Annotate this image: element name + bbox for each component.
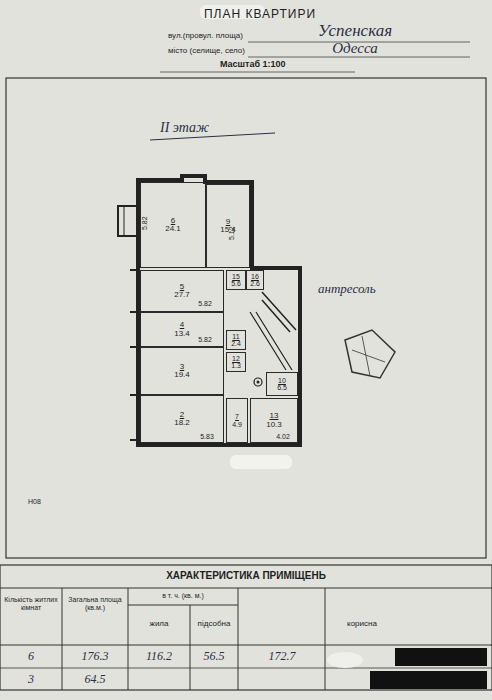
- room-number: 16: [251, 273, 259, 280]
- table-cell: Загальна площа (кв.м.): [64, 596, 126, 611]
- table-cell: Кількість житлих кімнат: [2, 596, 60, 611]
- room-number: 3: [180, 363, 184, 371]
- room: 1310.3: [250, 398, 298, 443]
- room: 155.6: [226, 270, 246, 290]
- room: 319.4: [140, 347, 224, 395]
- room-area: 13.4: [174, 330, 190, 338]
- dimension: 5.12: [228, 220, 236, 240]
- table-cell: 176.3: [64, 650, 126, 663]
- room-number: 11: [232, 333, 239, 340]
- room-area: 27.7: [174, 291, 190, 299]
- room-area: 10.3: [266, 421, 282, 429]
- room: 106.5: [266, 372, 298, 396]
- note: Успенская: [255, 22, 455, 41]
- table-cell: 56.5: [192, 650, 236, 663]
- table-cell: жила: [130, 620, 188, 629]
- note: II этаж: [160, 120, 240, 135]
- note: Одесса: [255, 40, 455, 57]
- table-cell: 64.5: [64, 673, 126, 686]
- room-number: 7: [235, 413, 239, 420]
- room-number: 13: [270, 412, 279, 420]
- room-area: 1.3: [231, 362, 241, 369]
- room-area: 2.6: [250, 280, 260, 287]
- dimension: 4.02: [268, 433, 298, 441]
- room: 74.9: [226, 398, 248, 443]
- note: місто (селище, село): [168, 47, 248, 56]
- room: 162.6: [246, 270, 264, 290]
- room-area: 4.9: [232, 421, 242, 428]
- dimension: 5.82: [190, 336, 220, 344]
- table-cell: 6: [2, 650, 60, 663]
- room-area: 24.1: [165, 225, 181, 233]
- room: 915.4: [206, 184, 250, 268]
- room-number: 12: [232, 355, 240, 362]
- dimension: 5.82: [190, 300, 220, 308]
- room: 121.3: [226, 352, 246, 372]
- room-area: 2.4: [231, 340, 241, 347]
- room-area: 18.2: [174, 419, 190, 427]
- table-cell: підсобна: [192, 620, 236, 629]
- room-area: 6.5: [277, 384, 287, 391]
- room-number: 15: [232, 273, 240, 280]
- room: 624.1: [140, 182, 206, 268]
- room: 112.4: [226, 330, 246, 350]
- room-number: 10: [278, 377, 286, 384]
- table-cell: 116.2: [130, 650, 188, 663]
- table-cell: в т. ч. (кв. м.): [130, 592, 236, 600]
- room-area: 19.4: [174, 371, 190, 379]
- room-number: 5: [180, 283, 184, 291]
- table-cell: ХАРАКТЕРИСТИКА ПРИМІЩЕНЬ: [100, 570, 392, 581]
- dimension: 5.83: [192, 433, 222, 441]
- table-cell: 172.7: [242, 650, 322, 663]
- dimension: 5.82: [141, 210, 149, 230]
- note: антресоль: [318, 282, 398, 296]
- note: Н08: [28, 498, 58, 506]
- table-cell: 3: [2, 673, 60, 686]
- room-number: 6: [171, 217, 175, 225]
- table-cell: корисна: [327, 620, 397, 629]
- note: Масштаб 1:100: [220, 60, 350, 70]
- room-number: 4: [180, 321, 184, 329]
- document-title: ПЛАН КВАРТИРИ: [160, 8, 360, 21]
- room-number: 2: [180, 411, 184, 419]
- room-number: 9: [226, 218, 230, 226]
- room-area: 5.6: [231, 280, 241, 287]
- note: вул.(провул. площа): [168, 32, 248, 41]
